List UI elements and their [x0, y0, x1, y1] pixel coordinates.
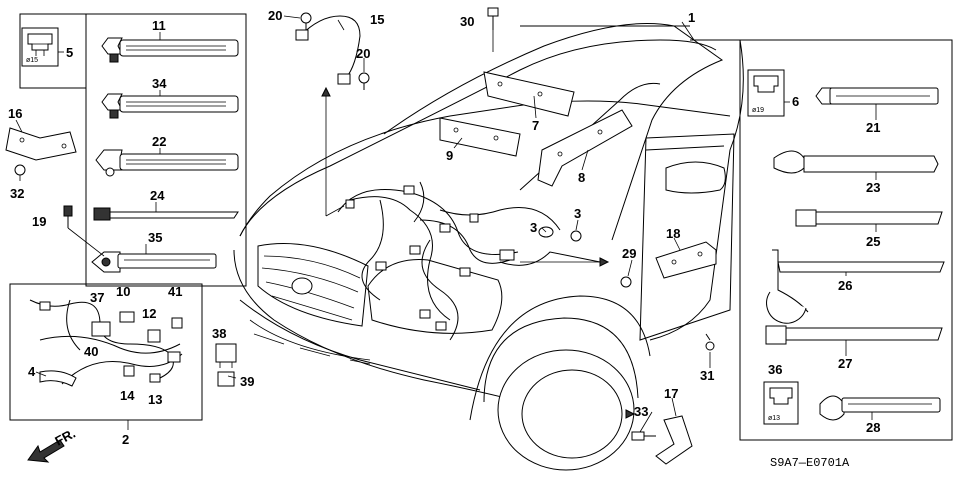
callout-30[interactable]: 30 [460, 14, 474, 29]
callout-35[interactable]: 35 [148, 230, 162, 245]
part-33-bolt[interactable] [631, 431, 656, 441]
callout-1[interactable]: 1 [688, 10, 695, 25]
callout-6[interactable]: 6 [792, 94, 799, 109]
callout-3-left[interactable]: 3 [530, 220, 537, 235]
part-19-bolt[interactable] [63, 205, 105, 257]
part-30-bolt[interactable] [487, 7, 499, 52]
part-9-bracket[interactable] [439, 117, 521, 157]
callout-15[interactable]: 15 [370, 12, 384, 27]
callout-5[interactable]: 5 [66, 45, 73, 60]
callout-numbers: 1 2 3 3 4 5 6 7 8 9 10 11 12 13 14 15 16… [8, 8, 880, 447]
callout-39[interactable]: 39 [240, 374, 254, 389]
part-18-bracket[interactable] [655, 241, 717, 279]
part-31-bolt[interactable] [705, 333, 715, 351]
part-22-harness-clip[interactable] [95, 149, 239, 177]
callout-40[interactable]: 40 [84, 344, 98, 359]
callout-2[interactable]: 2 [122, 432, 129, 447]
part-24-bracket-clip[interactable] [93, 207, 239, 221]
callout-25[interactable]: 25 [866, 234, 880, 249]
leader-lines [15, 15, 877, 433]
callout-18[interactable]: 18 [666, 226, 680, 241]
callout-13[interactable]: 13 [148, 392, 162, 407]
callout-20-top[interactable]: 20 [268, 8, 282, 23]
part-3-grommet-b[interactable] [570, 230, 582, 242]
part-27-cable-tie[interactable] [765, 325, 943, 345]
part-20-bolt-b[interactable] [358, 72, 370, 90]
part-28-harness-clip[interactable] [819, 395, 941, 421]
callout-36[interactable]: 36 [768, 362, 782, 377]
diameter-label-13: ø13 [768, 415, 780, 422]
part-20-bolt-a[interactable] [300, 12, 312, 30]
callout-3-right[interactable]: 3 [574, 206, 581, 221]
part-39-relay[interactable] [217, 371, 235, 387]
part-32-bolt[interactable] [14, 164, 26, 181]
callout-21[interactable]: 21 [866, 120, 880, 135]
arrow-right-icon [599, 257, 610, 267]
callout-4[interactable]: 4 [28, 364, 36, 379]
right-clip-panel [690, 39, 953, 441]
callout-19[interactable]: 19 [32, 214, 46, 229]
callout-14[interactable]: 14 [120, 388, 135, 403]
front-direction-indicator: FR. [27, 426, 78, 463]
callout-38[interactable]: 38 [212, 326, 226, 341]
part-23-push-clip[interactable] [773, 150, 939, 174]
callout-29[interactable]: 29 [622, 246, 636, 261]
callout-33[interactable]: 33 [634, 404, 648, 419]
part-5-clip[interactable]: ø15 [21, 27, 59, 67]
diagram-code: S9A7—E0701A [770, 456, 850, 470]
callout-24[interactable]: 24 [150, 188, 165, 203]
part-29-bolt[interactable] [620, 276, 632, 288]
front-arrow-icon [27, 439, 65, 463]
callout-37[interactable]: 37 [90, 290, 104, 305]
part-6-clip[interactable]: ø19 [747, 69, 785, 117]
vehicle-body [233, 23, 744, 471]
arrow-up-icon [321, 86, 331, 97]
part-1-main-harness[interactable] [337, 181, 601, 341]
part-17-bracket[interactable] [655, 415, 693, 465]
part-11-harness-clip[interactable] [101, 37, 239, 63]
part-25-cable-tie[interactable] [795, 209, 943, 227]
part-36-clip[interactable]: ø13 [763, 381, 799, 425]
callout-7[interactable]: 7 [532, 118, 539, 133]
diameter-label-19: ø19 [752, 107, 764, 114]
callout-11[interactable]: 11 [152, 18, 166, 33]
part-15-cable[interactable] [295, 15, 361, 85]
part-34-harness-clip[interactable] [101, 93, 239, 119]
callout-22[interactable]: 22 [152, 134, 166, 149]
part-2-sub-harness[interactable] [29, 299, 183, 387]
diameter-label-15: ø15 [26, 57, 38, 64]
callout-16[interactable]: 16 [8, 106, 22, 121]
callout-32[interactable]: 32 [10, 186, 24, 201]
callout-27[interactable]: 27 [838, 356, 852, 371]
left-clip-panel [19, 13, 247, 287]
part-35-harness-clip[interactable] [91, 251, 217, 273]
callout-23[interactable]: 23 [866, 180, 880, 195]
callout-20-lower[interactable]: 20 [356, 46, 370, 61]
arrow-right-icon [625, 409, 636, 419]
callout-10[interactable]: 10 [116, 284, 130, 299]
callout-9[interactable]: 9 [446, 148, 453, 163]
part-7-bracket[interactable] [483, 71, 575, 117]
part-8-bracket[interactable] [537, 109, 633, 187]
part-21-harness-clip[interactable] [815, 87, 939, 105]
callout-17[interactable]: 17 [664, 386, 678, 401]
callout-28[interactable]: 28 [866, 420, 880, 435]
callout-8[interactable]: 8 [578, 170, 585, 185]
sub-harness-panel [9, 283, 203, 421]
part-38-relay[interactable] [215, 343, 237, 368]
callout-31[interactable]: 31 [700, 368, 714, 383]
callout-12[interactable]: 12 [142, 306, 156, 321]
callout-26[interactable]: 26 [838, 278, 852, 293]
part-16-bracket[interactable] [5, 127, 77, 161]
part-26-bracket-tie[interactable] [766, 249, 945, 324]
callout-34[interactable]: 34 [152, 76, 167, 91]
callout-41[interactable]: 41 [168, 284, 182, 299]
